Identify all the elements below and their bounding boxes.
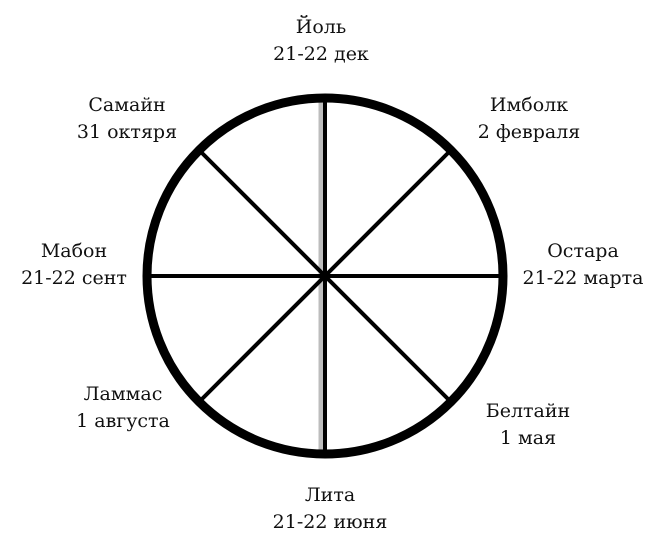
festival-name: Самайн — [88, 94, 166, 116]
festival-name: Лита — [304, 484, 356, 506]
festival-label-yule: Йоль 21-22 дек — [273, 14, 369, 68]
festival-label-beltane: Белтайн 1 мая — [486, 398, 570, 452]
festival-date: 1 августа — [76, 410, 170, 432]
festival-date: 31 октяря — [76, 121, 178, 143]
festival-date: 2 февраля — [477, 121, 581, 143]
festival-label-samhain: Самайн 31 октяря — [77, 92, 177, 146]
festival-label-mabon: Мабон 21-22 сент — [21, 238, 127, 292]
festival-date: 1 мая — [499, 427, 557, 449]
festival-date: 21-22 сент — [21, 267, 127, 289]
festival-date: 21-22 марта — [522, 267, 644, 289]
festival-label-litha: Лита 21-22 июня — [273, 482, 388, 536]
festival-label-lammas: Ламмас 1 августа — [76, 381, 170, 435]
festival-name: Белтайн — [485, 400, 571, 422]
festival-name: Ламмас — [83, 383, 163, 405]
festival-label-ostara: Остара 21-22 марта — [523, 238, 644, 292]
festival-name: Остара — [547, 240, 619, 262]
festival-name: Йоль — [295, 16, 347, 38]
festival-date: 21-22 дек — [273, 43, 369, 65]
spoke-diagonal-nw-se — [197, 148, 453, 404]
festival-date: 21-22 июня — [272, 511, 388, 533]
festival-name: Мабон — [40, 240, 108, 262]
wheel-rim — [142, 93, 508, 459]
festival-label-imbolc: Имболк 2 февраля — [478, 92, 581, 146]
festival-name: Имболк — [489, 94, 569, 116]
